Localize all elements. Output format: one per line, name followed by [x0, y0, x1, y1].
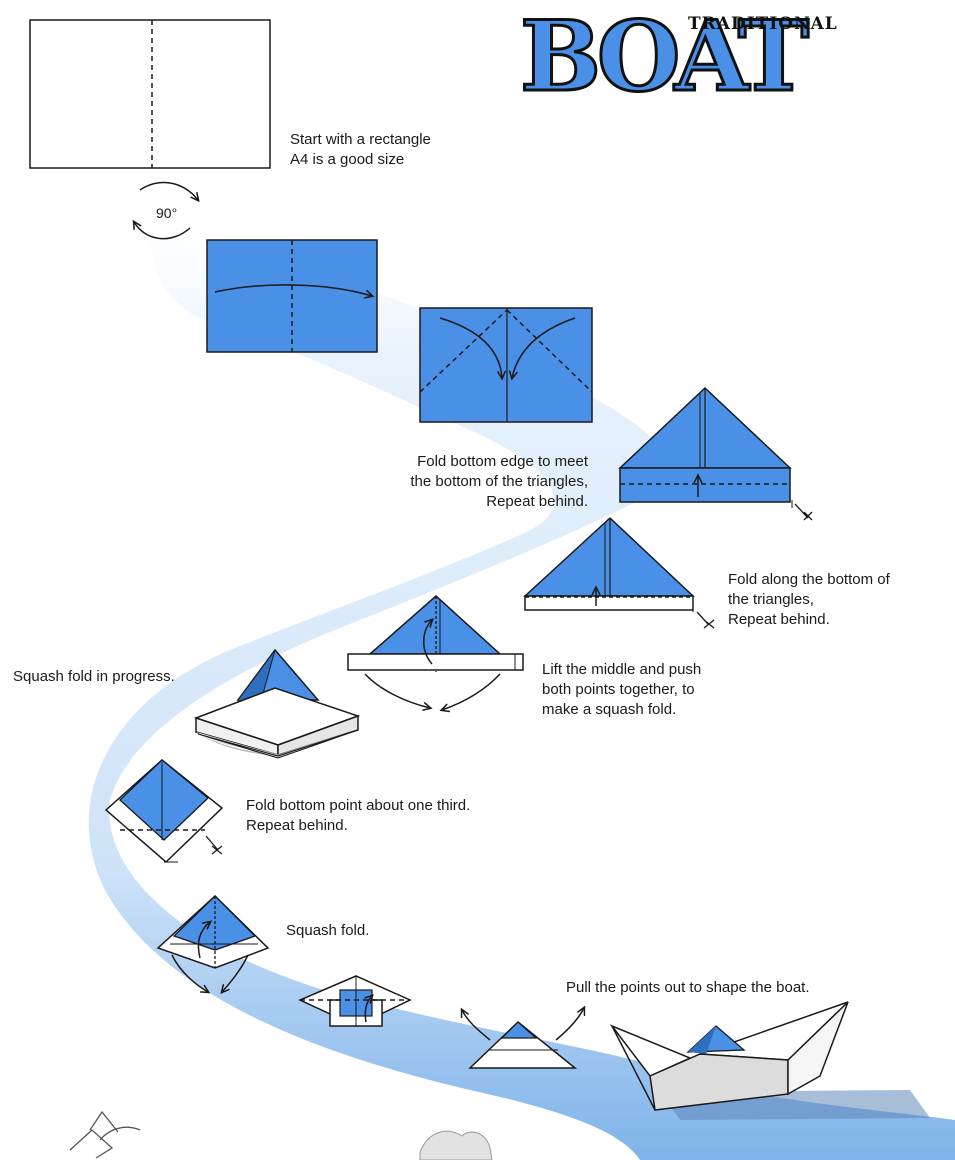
step9-squash-fold	[156, 894, 270, 992]
caption-step6: Lift the middle and push both points tog…	[542, 661, 702, 718]
rock-sketch-decoration	[419, 1130, 493, 1160]
step10-small-shape	[298, 975, 412, 1027]
step5-fold-along-triangles	[523, 516, 715, 629]
final-boat	[609, 1001, 930, 1120]
caption-step11: Pull the points out to shape the boat.	[566, 979, 810, 996]
step1-rectangle	[29, 19, 271, 169]
step6-lift-middle	[347, 594, 524, 710]
step8-diamond	[104, 759, 224, 864]
step4-fold-bottom-edge	[618, 386, 813, 521]
caption-step1: Start with a rectangle A4 is a good size	[290, 131, 431, 168]
rotate-90-icon	[134, 181, 198, 240]
rotate-90-label: 90°	[156, 205, 178, 221]
star-sketch-decoration	[69, 1110, 141, 1159]
step3-fold-corners	[419, 307, 593, 423]
step7-squash-in-progress	[193, 648, 361, 759]
caption-step5: Fold along the bottom of the triangles, …	[728, 571, 890, 628]
step2-fold-in-half	[206, 239, 378, 353]
boat-title-small: TRADITIONAL	[688, 14, 838, 34]
caption-step4: Fold bottom edge to meet the bottom of t…	[410, 453, 588, 510]
boat-title: BOAT	[519, 0, 817, 115]
boat-title-main: BOAT	[520, 0, 809, 113]
caption-step7: Squash fold in progress.	[13, 668, 175, 685]
caption-step9: Squash fold.	[286, 922, 370, 939]
step11-pull-points	[462, 1008, 584, 1069]
caption-step8: Fold bottom point about one third. Repea…	[246, 797, 471, 834]
